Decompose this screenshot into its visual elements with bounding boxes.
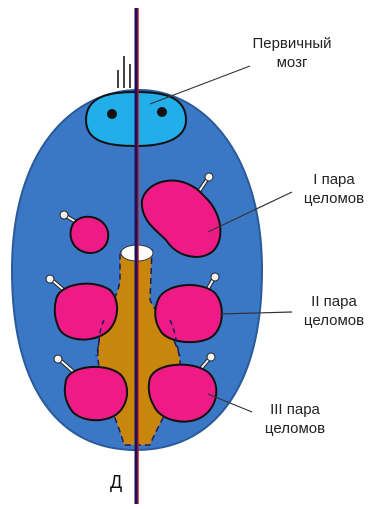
coelom-pair-2-label-line-2: целомов (292, 311, 376, 330)
primary-brain-label-line-2: мозг (236, 53, 348, 72)
primary-brain-label-line-1: Первичный (236, 34, 348, 53)
axis-label: Д (110, 472, 122, 493)
primary-brain-label: Первичный мозг (236, 34, 348, 72)
eye-spot (107, 109, 117, 119)
coelom-pair-2-label: II пара целомов (292, 292, 376, 330)
eye-spot (157, 107, 167, 117)
coelom-pair-1-label-line-2: целомов (292, 189, 376, 208)
coelom-pair-3-label-line-1: III пара (245, 400, 345, 419)
leader-brain (150, 66, 250, 104)
coelom-pair-3-label: III пара целомов (245, 400, 345, 438)
coelom-pair-1-label-line-1: I пара (292, 170, 376, 189)
coelom-pair-2-label-line-1: II пара (292, 292, 376, 311)
coelom-pair-3-label-line-2: целомов (245, 419, 345, 438)
coelom-pair-1-label: I пара целомов (292, 170, 376, 208)
